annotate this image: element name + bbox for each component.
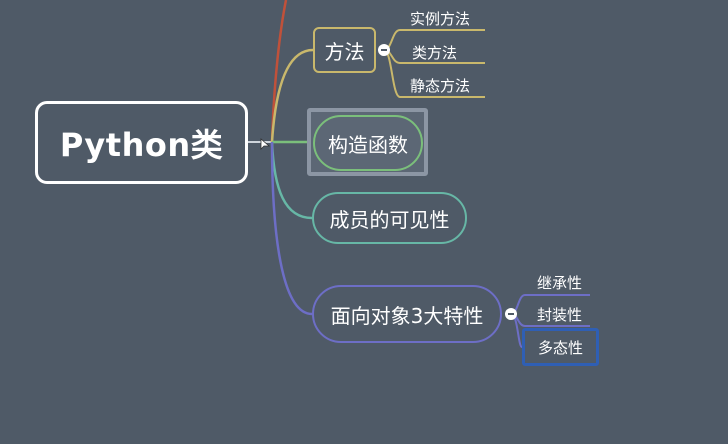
branch-oop-connector — [270, 141, 313, 316]
leaf-instance-method[interactable]: 实例方法 — [410, 10, 471, 28]
oop-node[interactable]: 面向对象3大特性 — [312, 285, 502, 343]
leaf-inheritance[interactable]: 继承性 — [537, 274, 583, 292]
leaf-static-method[interactable]: 静态方法 — [410, 77, 471, 95]
leaf-encapsulation[interactable]: 封装性 — [537, 306, 583, 324]
collapse-methods-icon[interactable] — [378, 44, 390, 56]
mouse-cursor-icon — [260, 138, 270, 150]
constructor-node[interactable]: 构造函数 — [313, 115, 423, 171]
oop-label: 面向对象3大特性 — [330, 303, 484, 328]
root-label: Python类 — [59, 125, 224, 164]
methods-label: 方法 — [324, 39, 365, 64]
methods-node[interactable]: 方法 — [313, 27, 376, 73]
branch-visibility-connector — [270, 141, 313, 220]
visibility-label: 成员的可见性 — [329, 207, 450, 232]
root-node[interactable]: Python类 — [35, 101, 248, 184]
branch-methods-connector — [270, 48, 314, 143]
collapse-oop-icon[interactable] — [505, 308, 517, 320]
constructor-label: 构造函数 — [328, 132, 408, 157]
leaf-polymorphism-label: 多态性 — [537, 338, 583, 357]
leaf-polymorphism[interactable]: 多态性 — [522, 328, 599, 366]
leaf-class-method[interactable]: 类方法 — [412, 44, 458, 62]
visibility-node[interactable]: 成员的可见性 — [312, 192, 467, 244]
